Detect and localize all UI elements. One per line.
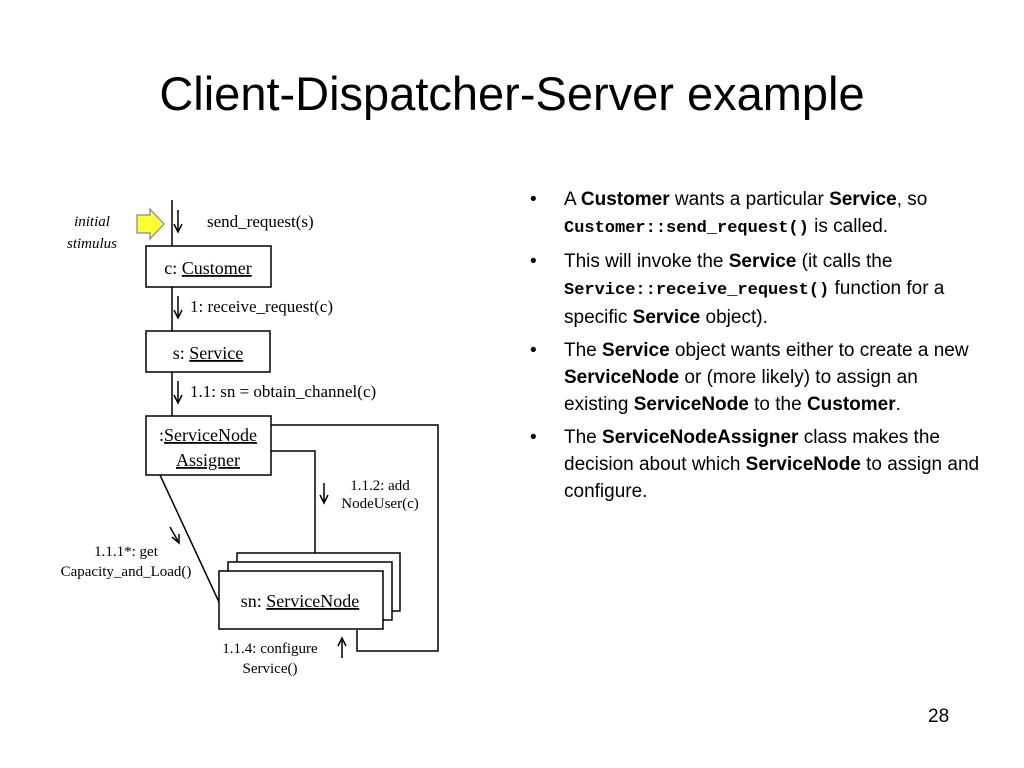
bullet-item: • The ServiceNodeAssigner class makes the…	[530, 424, 980, 505]
bullet-item: • A Customer wants a particular Service, …	[530, 186, 980, 242]
bullet-text: object).	[700, 307, 768, 328]
bullet-text: class makes the decision about which	[564, 427, 940, 475]
bold-term: ServiceNode	[564, 367, 680, 388]
bullet-dot-icon: •	[530, 251, 537, 272]
bullet-dot-icon: •	[530, 340, 537, 361]
bullet-text: is called.	[808, 216, 889, 237]
bold-term: ServiceNode	[633, 394, 749, 415]
msg-receive-request: 1: receive_request(c)	[190, 297, 333, 316]
link-assigner-node-add	[271, 450, 316, 553]
slide-title: Client-Dispatcher-Server example	[159, 67, 865, 120]
arrow-receive-request-icon	[173, 296, 183, 320]
initial-stimulus-label-2: stimulus	[67, 236, 117, 252]
arrow-obtain-channel-icon	[173, 381, 183, 405]
arrow-get-capacity-icon	[169, 526, 180, 545]
bullet-item: • This will invoke the Service (it calls …	[530, 248, 980, 331]
service-object-label: s: Service	[173, 343, 244, 363]
bold-term: ServiceNodeAssigner	[602, 427, 799, 448]
msg-get-capacity-2: Capacity_and_Load()	[61, 564, 192, 580]
msg-add-nodeuser-1: 1.1.2: add	[350, 478, 410, 494]
bold-term: Service	[728, 251, 797, 272]
link-assigner-node-configure	[271, 424, 439, 652]
assigner-object-label-1: :ServiceNode	[159, 425, 257, 445]
bold-term: Customer	[580, 189, 670, 210]
code-text: Customer::send_request()	[564, 219, 809, 238]
msg-add-nodeuser-2: NodeUser(c)	[341, 496, 418, 512]
service-object-box	[145, 330, 271, 373]
assigner-object-label-2: Assigner	[176, 450, 240, 470]
arrow-configure-icon	[337, 636, 347, 658]
servicenode-object-label: sn: ServiceNode	[241, 591, 359, 611]
bullet-dot-icon: •	[530, 427, 537, 448]
bold-term: Customer	[806, 394, 896, 415]
servicenode-object-box	[218, 570, 384, 630]
stimulus-arrow-icon	[136, 207, 166, 241]
bullet-text: or (more likely) to assign an existing	[564, 367, 918, 415]
bullet-item: • The Service object wants either to crea…	[530, 337, 980, 418]
bullet-text: object wants either to create a new	[669, 340, 969, 361]
assigner-object-box	[145, 415, 272, 476]
bullet-text: to the	[748, 394, 807, 415]
initial-stimulus-label-1: initial	[74, 214, 110, 230]
bullet-text: The	[564, 427, 603, 448]
customer-object-box	[145, 245, 272, 288]
bullet-text: (it calls the	[796, 251, 893, 272]
msg-configure-1: 1.1.4: configure	[222, 641, 318, 657]
code-text: Service::receive_request()	[564, 281, 830, 300]
bullet-text: The	[564, 340, 603, 361]
arrow-add-nodeuser-icon	[319, 483, 329, 505]
customer-object-label: c: Customer	[164, 258, 252, 278]
msg-obtain-channel: 1.1: sn = obtain_channel(c)	[190, 382, 376, 401]
bold-term: Service	[632, 307, 701, 328]
bullet-text: A	[564, 189, 581, 210]
arrow-send-request-icon	[173, 210, 183, 234]
link-assigner-node-get	[159, 474, 226, 616]
bullet-text: to assign and configure.	[564, 454, 980, 502]
msg-configure-2: Service()	[243, 661, 298, 677]
bullet-list: •A Customer wants a particular Service, …	[530, 186, 980, 511]
msg-send-request: send_request(s)	[207, 212, 314, 231]
bullet-dot-icon: •	[530, 189, 537, 210]
bullet-text: function for a specific	[564, 278, 945, 328]
bullet-text: wants a particular	[669, 189, 830, 210]
bullet-text: , so	[896, 189, 928, 210]
page-number: 28	[928, 706, 950, 727]
msg-get-capacity-1: 1.1.1*: get	[94, 544, 159, 560]
bold-term: Service	[602, 340, 670, 361]
bullet-text: This will invoke the	[564, 251, 729, 272]
bold-term: ServiceNode	[745, 454, 861, 475]
bullet-text: .	[895, 394, 901, 415]
bold-term: Service	[829, 189, 897, 210]
